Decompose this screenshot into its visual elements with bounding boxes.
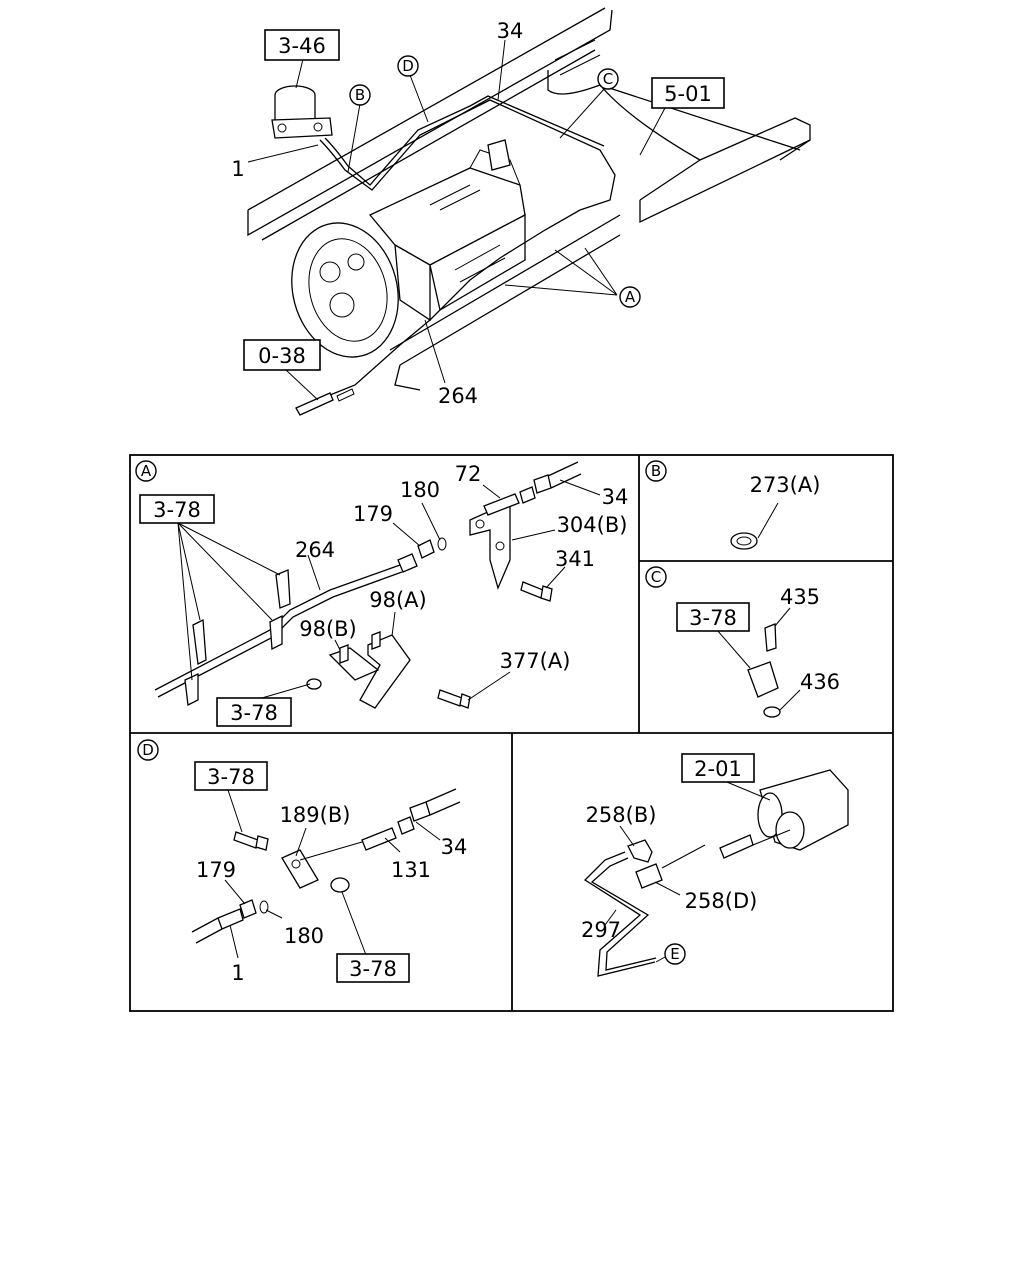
detail-panel-b: B 273(A): [645, 460, 821, 550]
panel-e-ref-box[interactable]: 2-01: [681, 753, 755, 783]
panel-d-label-179: 179: [196, 858, 236, 882]
panel-b-marker: B: [645, 460, 667, 482]
detail-callout-d-label: D: [402, 57, 414, 75]
detail-callout-a[interactable]: A: [619, 286, 641, 308]
ref-box-0-38[interactable]: 0-38: [243, 339, 321, 371]
panel-c-label-436: 436: [800, 670, 840, 694]
detail-callout-c[interactable]: C: [597, 68, 619, 90]
main-leaders: [247, 39, 666, 401]
detail-callout-e[interactable]: E: [664, 943, 686, 965]
part-label-264: 264: [438, 384, 478, 408]
panel-a-label-179: 179: [353, 502, 393, 526]
panel-a-label-72: 72: [455, 462, 482, 486]
transmission: [291, 139, 526, 358]
panel-a-marker-label: A: [141, 462, 152, 480]
detail-callout-b-label: B: [355, 86, 365, 104]
panel-d-marker-label: D: [142, 741, 154, 759]
panel-d-label-180: 180: [284, 924, 324, 948]
panel-d-ref-bottom-label: 3-78: [349, 957, 397, 981]
part-label-34: 34: [497, 19, 524, 43]
panel-d-label-1: 1: [231, 961, 244, 985]
panel-c-ref-box[interactable]: 3-78: [676, 602, 750, 632]
panel-e-label-258b: 258(B): [586, 803, 657, 827]
detail-panel-d: D 3-78 3-: [137, 739, 468, 985]
panel-b-marker-label: B: [651, 462, 661, 480]
air-dryer: [271, 85, 333, 139]
panel-a-label-98b: 98(B): [299, 617, 357, 641]
panel-d-ref-box-top[interactable]: 3-78: [194, 761, 268, 791]
panel-c-marker-label: C: [651, 568, 661, 586]
panel-b-label-273a: 273(A): [750, 473, 821, 497]
ref-box-5-01[interactable]: 5-01: [651, 77, 725, 109]
ref-box-3-46[interactable]: 3-46: [264, 29, 340, 61]
panel-e-label-258d: 258(D): [685, 889, 758, 913]
detail-callout-d[interactable]: D: [397, 55, 419, 77]
frame-rail: [247, 7, 811, 391]
panel-a-label-180: 180: [400, 478, 440, 502]
detail-panel-c: C 3-78 435 436: [645, 566, 840, 718]
panel-e-label-297: 297: [581, 918, 621, 942]
panel-d-label-131: 131: [391, 858, 431, 882]
panel-c-label-435: 435: [780, 585, 820, 609]
detail-frames: [129, 454, 894, 1012]
panel-a-marker: A: [135, 460, 157, 482]
panel-d-label-189b: 189(B): [280, 803, 351, 827]
panel-d-label-34: 34: [441, 835, 468, 859]
panel-a-label-98a: 98(A): [369, 588, 426, 612]
detail-callout-b[interactable]: B: [349, 84, 371, 106]
panel-a-ref-box-top[interactable]: 3-78: [139, 494, 215, 524]
panel-a-label-34: 34: [602, 485, 629, 509]
panel-a-ref-top-label: 3-78: [153, 498, 201, 522]
main-assembly-view: 3-46 5-01 0-38 34 1 264 D B C A: [231, 7, 811, 416]
panel-c-marker: C: [645, 566, 667, 588]
panel-d-ref-box-bottom[interactable]: 3-78: [336, 953, 410, 983]
ref-label-5-01: 5-01: [664, 82, 712, 106]
ref-label-0-38: 0-38: [258, 344, 306, 368]
panel-d-marker: D: [137, 739, 159, 761]
panel-a-ref-bottom-label: 3-78: [230, 701, 278, 725]
panel-d-ref-top-label: 3-78: [207, 765, 255, 789]
detail-panel-a: A: [135, 460, 629, 727]
detail-callout-c-label: C: [603, 70, 613, 88]
panel-c-ref-label: 3-78: [689, 606, 737, 630]
panel-a-label-377a: 377(A): [500, 649, 571, 673]
pipe-runs: [295, 95, 616, 416]
panel-a-label-304b: 304(B): [557, 513, 628, 537]
panel-e-ref-label: 2-01: [694, 757, 742, 781]
detail-panel-e: 2-01 258(B) 258(D) 297 E: [581, 753, 849, 977]
panel-a-label-341: 341: [555, 547, 595, 571]
part-label-1: 1: [231, 157, 244, 181]
panel-a-label-264: 264: [295, 538, 335, 562]
detail-callout-e-label: E: [670, 945, 679, 963]
ref-label-3-46: 3-46: [278, 34, 326, 58]
detail-callout-a-label: A: [625, 288, 636, 306]
panel-a-ref-box-bottom[interactable]: 3-78: [216, 697, 292, 727]
